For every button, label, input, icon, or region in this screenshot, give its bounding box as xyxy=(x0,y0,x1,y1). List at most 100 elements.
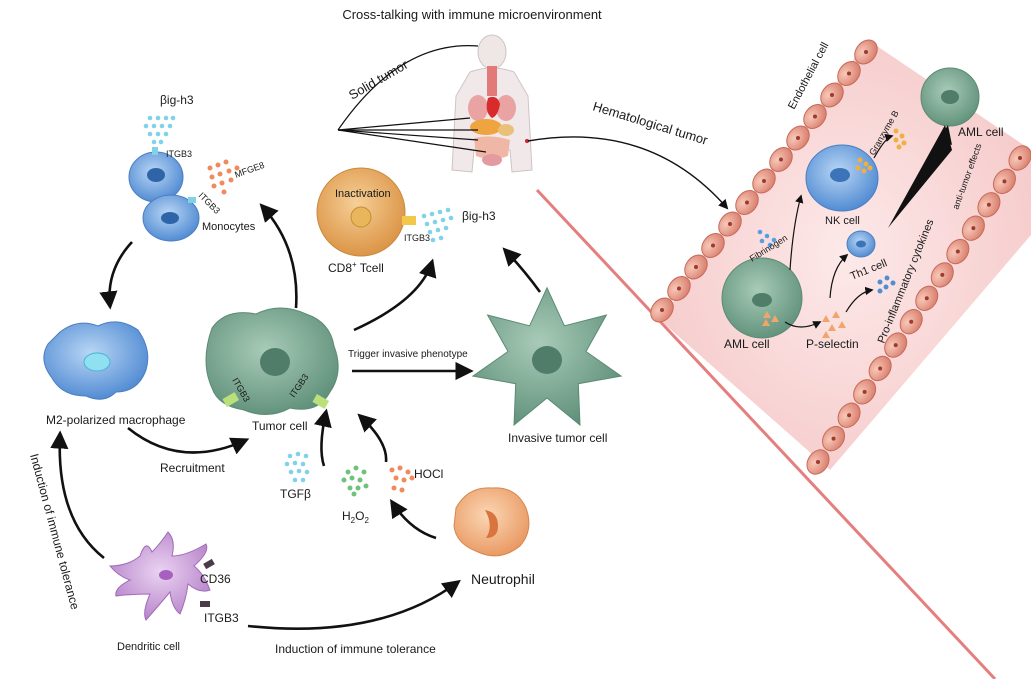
main-title: Cross-talking with immune microenvironme… xyxy=(342,7,602,22)
itgb3-dc-label: ITGB3 xyxy=(204,611,239,625)
endothelial-nucleus xyxy=(745,200,749,205)
endothelial-nucleus xyxy=(971,226,976,231)
neutrophil-label: Neutrophil xyxy=(471,571,535,587)
endothelial-nucleus xyxy=(813,114,817,119)
dendritic-to-m2-arrow xyxy=(50,430,105,560)
endothelial-nucleus xyxy=(986,202,991,207)
hematological-arrow xyxy=(527,136,729,210)
dendritic-to-neutrophil-arrow xyxy=(247,579,461,631)
m2-macrophage-label: M2-polarized macrophage xyxy=(46,413,186,427)
invasive-tumor-label: Invasive tumor cell xyxy=(508,431,607,445)
bigh3-cd8-label: βig-h3 xyxy=(462,209,496,223)
mfge8-label: MFGE8 xyxy=(233,160,266,180)
endothelial-nucleus xyxy=(940,272,945,277)
bigh3-cd8-dots xyxy=(421,207,454,243)
endothelial-nucleus xyxy=(728,222,732,226)
tumor-cell xyxy=(205,307,339,415)
tumor-to-cd8-arrow xyxy=(353,258,437,332)
endothelial-nucleus xyxy=(694,265,698,269)
ros-to-tumor-arrow xyxy=(357,413,388,463)
aml-triangles xyxy=(762,311,779,326)
th1-cell xyxy=(846,230,876,258)
endothelial-nucleus xyxy=(831,436,836,441)
pselectin-triangles xyxy=(822,311,846,338)
cd8-t-cell xyxy=(316,167,416,257)
solid-tumor-label: Solid tumor xyxy=(346,56,411,102)
endothelial-nucleus xyxy=(893,343,898,348)
tgfb-dots xyxy=(284,451,310,483)
cd8-tcell-label: CD8+ Tcell xyxy=(328,260,384,275)
pselectin-to-cytokine-arrow xyxy=(845,286,874,313)
tgfb-label: TGFβ xyxy=(280,487,311,501)
endothelial-nucleus xyxy=(796,136,800,140)
flow-arrows xyxy=(50,203,542,631)
pselectin-to-th1-arrow xyxy=(829,253,849,299)
nk-cell xyxy=(805,144,879,212)
trigger-invasive-label: Trigger invasive phenotype xyxy=(348,349,468,360)
neutrophil-to-ros-arrow xyxy=(390,498,437,540)
pselectin-label: P-selectin xyxy=(806,337,859,351)
recruitment-label: Recruitment xyxy=(160,461,225,475)
itgb3-cd8-label: ITGB3 xyxy=(404,233,430,243)
endothelial-nucleus xyxy=(1002,179,1007,184)
tumor-cell-label: Tumor cell xyxy=(252,419,308,433)
monocytes-label: Monocytes xyxy=(202,221,256,233)
granzyme-arrow xyxy=(873,133,894,159)
itgb3-mono1-label: ITGB3 xyxy=(166,149,192,159)
aml-cell-bottom xyxy=(721,257,803,339)
endothelial-nucleus xyxy=(711,243,715,248)
vessel-wall-bottom xyxy=(806,145,1031,475)
hocl-label: HOCl xyxy=(414,467,443,481)
endothelial-nucleus xyxy=(677,286,681,291)
inactivation-label: Inactivation xyxy=(335,188,391,200)
solid-tumor-connector xyxy=(337,45,487,153)
panel-divider xyxy=(535,188,997,679)
endothelial-nucleus xyxy=(830,93,834,97)
bigh3-top-dots xyxy=(143,115,176,145)
bigh3-top-label: βig-h3 xyxy=(160,93,194,107)
endothelial-nucleus xyxy=(847,71,851,76)
induction-bottom-label: Induction of immune tolerance xyxy=(275,642,436,656)
anti-tumor-wedge xyxy=(888,125,952,228)
aml-to-pselectin-arrow xyxy=(784,321,822,329)
hocl-dots xyxy=(389,465,415,493)
nk-label: NK cell xyxy=(825,215,860,227)
endothelial-nucleus xyxy=(660,308,664,312)
monocyte-to-m2-arrow xyxy=(99,241,133,310)
cytokine-dots xyxy=(877,275,896,294)
aml-cell-top xyxy=(920,67,980,127)
endothelial-nucleus xyxy=(878,366,883,371)
endothelial-nucleus xyxy=(762,179,766,183)
induction-vertical-label: Induction of immune tolerance xyxy=(27,452,82,611)
dendritic-cell xyxy=(108,531,215,621)
tgfb-to-tumor-arrow xyxy=(313,408,332,467)
endothelial-nucleus xyxy=(864,50,868,54)
endothelial-nucleus xyxy=(779,157,783,162)
endothelial-nucleus xyxy=(816,460,820,464)
human-body-illustration xyxy=(451,34,533,173)
endothelial-nucleus xyxy=(955,249,960,254)
endothelial-nucleus xyxy=(924,296,929,301)
mfge8-dots xyxy=(207,159,240,195)
granzyme-dots xyxy=(855,128,907,174)
cd36-label: CD36 xyxy=(200,572,231,586)
invasive-to-bigh3-arrow xyxy=(502,247,542,293)
endothelial-nucleus xyxy=(862,389,867,394)
endothelial-nucleus xyxy=(1018,156,1022,160)
fibrinogen-dots xyxy=(757,229,777,248)
invasive-tumor-cell xyxy=(471,286,623,427)
endothelial-nucleus xyxy=(909,319,914,324)
m2-macrophage xyxy=(43,321,149,400)
monocyte-cells xyxy=(128,147,200,242)
aml-bottom-label: AML cell xyxy=(724,337,770,351)
endothelial-nucleus xyxy=(847,413,852,418)
vessel-wall-top xyxy=(650,39,878,323)
tumor-to-monocyte-arrow xyxy=(259,203,298,309)
dendritic-label: Dendritic cell xyxy=(117,641,180,653)
h2o2-dots xyxy=(341,465,369,497)
neutrophil-cell xyxy=(453,487,530,557)
aml-to-nk-arrow xyxy=(789,194,804,271)
itgb3-mono2-label: ITGB3 xyxy=(197,190,222,215)
